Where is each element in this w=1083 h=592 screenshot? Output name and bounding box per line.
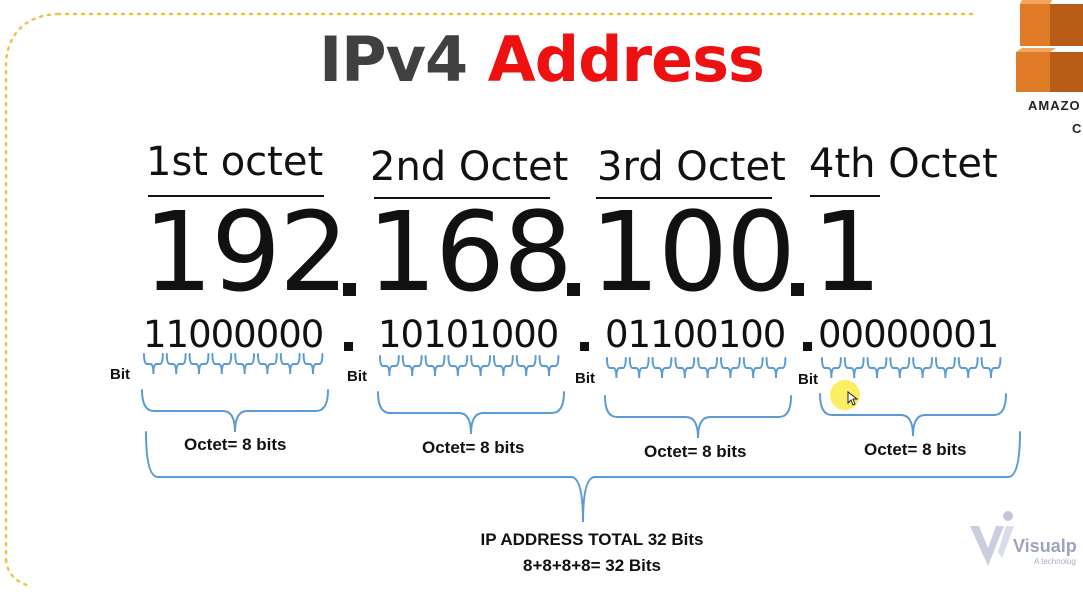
page-title: IPv4 Address [0,24,1083,96]
aws-logo-icon [1012,0,1083,110]
binary-octet-4: 00000001 [818,313,999,356]
octet-size-label-1: Octet= 8 bits [184,435,287,454]
octet-label-4: 4th Octet [809,141,998,187]
octet-size-label-2: Octet= 8 bits [422,438,525,457]
octet-underline-2 [374,197,550,199]
bit-label-3: Bit [575,370,595,387]
binary-dot-1 [344,342,353,351]
aws-logo-text: AMAZO [1028,98,1081,113]
bit-label-4: Bit [798,371,818,388]
bit-label-1: Bit [110,366,130,383]
total-bits-label: IP ADDRESS TOTAL 32 Bits [480,530,704,549]
cursor-highlight [830,380,860,410]
bit-label-2: Bit [347,368,367,385]
decimal-octet-4: 1 [812,188,882,316]
binary-octet-1: 11000000 [143,313,324,356]
binary-octet-2: 10101000 [378,313,559,356]
title-ipv4: IPv4 [319,23,468,96]
octet-label-2: 2nd Octet [370,144,569,190]
visualpath-tagline: A technolog [1034,557,1076,566]
cursor-arrow-icon [847,391,859,406]
binary-dot-3 [803,342,812,351]
decimal-dot-2 [567,283,580,296]
octet-label-1: 1st octet [146,139,324,185]
title-address: Address [487,23,765,96]
octet-underline-4 [810,195,880,197]
visualpath-logo-icon [970,511,1014,566]
decimal-octet-1: 192 [143,188,349,316]
decimal-octet-3: 100 [590,188,796,316]
octet-size-label-3: Octet= 8 bits [644,442,747,461]
octet-label-3: 3rd Octet [597,144,786,190]
binary-dot-2 [580,342,589,351]
decimal-dot-3 [791,283,804,296]
decimal-dot-1 [343,283,356,296]
octet-underline-1 [148,195,324,197]
aws-logo-text-2: C [1072,121,1082,136]
octet-size-label-4: Octet= 8 bits [864,440,967,459]
total-sum-label: 8+8+8+8= 32 Bits [522,556,661,575]
binary-octet-3: 01100100 [605,313,786,356]
octet-underline-3 [596,197,772,199]
decimal-octet-2: 168 [367,188,573,316]
visualpath-name: Visualp [1013,536,1077,556]
